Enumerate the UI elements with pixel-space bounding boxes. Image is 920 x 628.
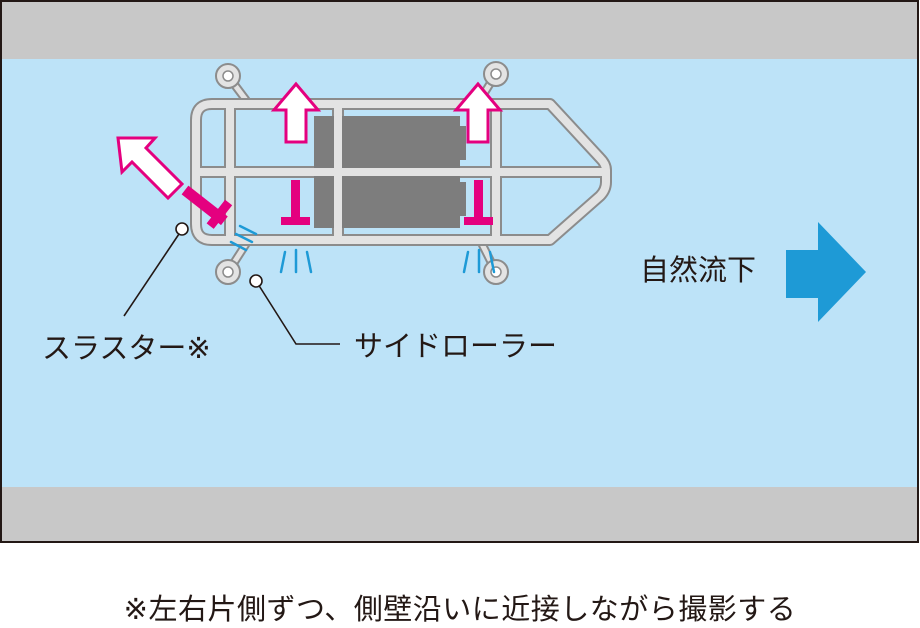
- flow-label: 自然流下: [640, 253, 756, 287]
- thrust-arrows: [116, 81, 504, 201]
- vertical-thrusters: [181, 180, 493, 229]
- side-roller-icon: [215, 63, 251, 105]
- robot-body: [314, 116, 466, 228]
- thruster-label: スラスター※: [42, 331, 211, 365]
- bottom-wall: [1, 487, 918, 542]
- water-ripples: [229, 224, 496, 274]
- frame-border: [0, 0, 919, 543]
- side-roller-leader-line: [257, 283, 340, 345]
- leader-lines: [123, 222, 340, 345]
- flow-direction-arrow-icon: [786, 222, 866, 322]
- thruster-marker-icon: [281, 180, 310, 225]
- caption-note: ※左右片側ずつ、側壁沿いに近接しながら撮影する: [123, 592, 797, 626]
- thruster-leader-line: [123, 230, 182, 317]
- thruster-marker-icon: [181, 185, 233, 229]
- thrust-arrow-icon: [116, 136, 185, 201]
- thruster-marker-icon: [464, 180, 493, 225]
- thrust-arrow-icon: [270, 81, 322, 144]
- side-roller-label: サイドローラー: [354, 329, 557, 363]
- side-rollers: [215, 61, 509, 285]
- channel: [0, 0, 919, 543]
- top-wall: [1, 1, 918, 59]
- thrust-arrow-icon: [452, 81, 504, 144]
